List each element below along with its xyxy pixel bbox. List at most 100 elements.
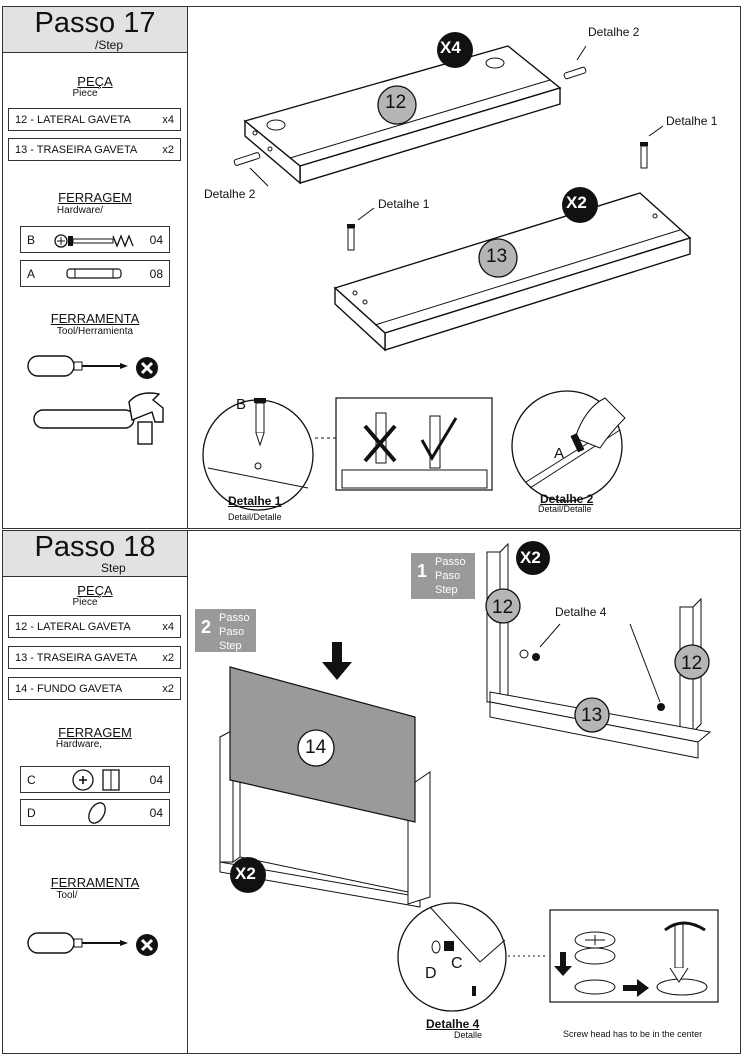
substep-1-badge: 1 Passo Paso Step	[411, 553, 475, 599]
step18-hardware-row: D 04	[20, 799, 170, 826]
check-mark-icon	[420, 415, 458, 469]
step18-part-14: 14	[305, 737, 327, 758]
hardware-qty: 08	[149, 267, 163, 281]
substep-1-text: Step	[435, 584, 458, 596]
step18-piece-title: PEÇA	[77, 583, 113, 598]
piece-label: 13 - TRASEIRA GAVETA	[15, 652, 138, 664]
callout-detalhe-1: Detalhe 1	[666, 114, 718, 128]
detail4-caption: Detalhe 4	[426, 1017, 480, 1031]
step17-tool-sub: Tool/Herramienta	[56, 326, 134, 337]
step17-mult-x2: X2	[566, 193, 587, 212]
hammer-icon	[33, 392, 164, 445]
cam-lock-icon	[72, 769, 120, 791]
step17-title-box: Passo 17 /Step	[3, 7, 187, 53]
step17-hardware-sub: Hardware/	[56, 205, 104, 216]
piece-qty: x2	[162, 144, 174, 156]
step18-mult-x2-bottom: X2	[235, 864, 256, 883]
step17-piece-title: PEÇA	[77, 74, 113, 89]
screw-icon	[54, 234, 134, 248]
callout-detalhe-1: Detalhe 1	[378, 197, 430, 211]
detail4-sub: Detalle	[454, 1030, 483, 1040]
step18-title-box: Passo 18 Step	[3, 531, 187, 577]
not-allowed-icon	[136, 357, 158, 379]
step18-part-12-left: 12	[492, 597, 514, 618]
step18-part-13: 13	[581, 705, 603, 726]
down-arrow-icon	[322, 642, 352, 680]
screw-center-note: Screw head has to be in the center	[563, 1029, 703, 1039]
step17-mult-x4: X4	[440, 38, 461, 57]
step17-piece-row: 13 - TRASEIRA GAVETA x2	[8, 138, 181, 161]
step18-hardware-row: C 04	[20, 766, 170, 793]
screwdriver-icon	[27, 932, 128, 954]
step17-part-12: 12	[385, 92, 407, 113]
screw-icon	[347, 224, 355, 251]
step17-part-13: 13	[486, 246, 508, 267]
step18-tool-title: FERRAMENTA	[50, 875, 140, 890]
board-13	[333, 192, 692, 352]
step18-title: Passo 18	[34, 531, 156, 563]
step17-subtitle: /Step	[95, 38, 124, 52]
substep-2-text: Paso	[219, 626, 245, 638]
piece-qty: x4	[162, 114, 174, 126]
step18-tool-sub: Tool/	[56, 890, 78, 901]
screwdriver-icon	[27, 355, 128, 377]
hardware-code: A	[27, 267, 36, 281]
step18-sidebar-divider	[187, 530, 188, 1054]
substep-2-badge: 2 Passo Paso Step	[195, 609, 256, 652]
step17-hardware-title: FERRAGEM	[58, 190, 132, 205]
piece-label: 14 - FUNDO GAVETA	[15, 683, 123, 695]
piece-label: 13 - TRASEIRA GAVETA	[15, 144, 138, 156]
step17-hardware-row: B 04	[20, 226, 170, 253]
step17-frame	[2, 6, 741, 529]
hardware-qty: 04	[149, 773, 163, 787]
rotate-arrow-icon	[664, 921, 706, 932]
step18-hardware-sub: Hardware,	[55, 739, 103, 750]
substep-2-text: Step	[219, 640, 242, 652]
step17-piece-sub: Piece	[72, 88, 98, 99]
step18-part-12-right: 12	[681, 653, 703, 674]
step17-assembly-diagram	[202, 32, 692, 511]
hardware-code: D	[27, 806, 36, 820]
step18-subtitle: Step	[101, 561, 126, 575]
substep-2-number: 2	[201, 617, 212, 637]
cam-lock-icon	[574, 931, 616, 965]
substep-2-text: Passo	[219, 612, 250, 624]
hardware-code: C	[27, 773, 36, 787]
hardware-code: B	[27, 233, 36, 247]
substep-1-number: 1	[417, 561, 428, 581]
step18-piece-sub: Piece	[72, 597, 98, 608]
detail2-sub: Detail/Detalle	[538, 504, 592, 514]
step18-assembly-diagram	[219, 541, 719, 1012]
step18-hardware-title: FERRAGEM	[58, 725, 132, 740]
detail4-letter-d: D	[425, 965, 437, 982]
hardware-qty: 04	[149, 233, 163, 247]
wrong-mark-icon	[363, 412, 397, 464]
screw-icon	[640, 142, 648, 169]
right-arrow-icon	[623, 979, 649, 997]
step18-piece-row: 12 - LATERAL GAVETA x4	[8, 615, 181, 638]
piece-qty: x2	[162, 683, 174, 695]
step17-tool-title: FERRAMENTA	[50, 311, 140, 326]
detail1-caption: Detalhe 1	[228, 494, 282, 508]
detail2-letter: A	[554, 445, 565, 462]
hand-icon	[570, 397, 626, 453]
callout-detalhe-2: Detalhe 2	[588, 25, 640, 39]
not-allowed-icon	[136, 934, 158, 956]
piece-label: 12 - LATERAL GAVETA	[15, 114, 131, 126]
screw-icon	[254, 398, 266, 447]
down-arrow-icon	[554, 952, 572, 976]
step18-mult-x2-top: X2	[520, 548, 541, 567]
step17-title: Passo 17	[34, 7, 156, 39]
piece-qty: x4	[162, 621, 174, 633]
step17-hardware-row: A 08	[20, 260, 170, 287]
detail4-letter-c: C	[451, 955, 463, 972]
detail1-sub: Detail/Detalle	[228, 512, 282, 522]
callout-detalhe-2: Detalhe 2	[204, 187, 256, 201]
detail1-letter: B	[236, 396, 247, 413]
substep-1-text: Paso	[435, 570, 461, 582]
cam-bolt-icon	[88, 802, 106, 824]
substep-1-text: Passo	[435, 556, 466, 568]
step17-piece-row: 12 - LATERAL GAVETA x4	[8, 108, 181, 131]
detail2-caption: Detalhe 2	[540, 492, 594, 506]
step18-piece-row: 14 - FUNDO GAVETA x2	[8, 677, 181, 700]
